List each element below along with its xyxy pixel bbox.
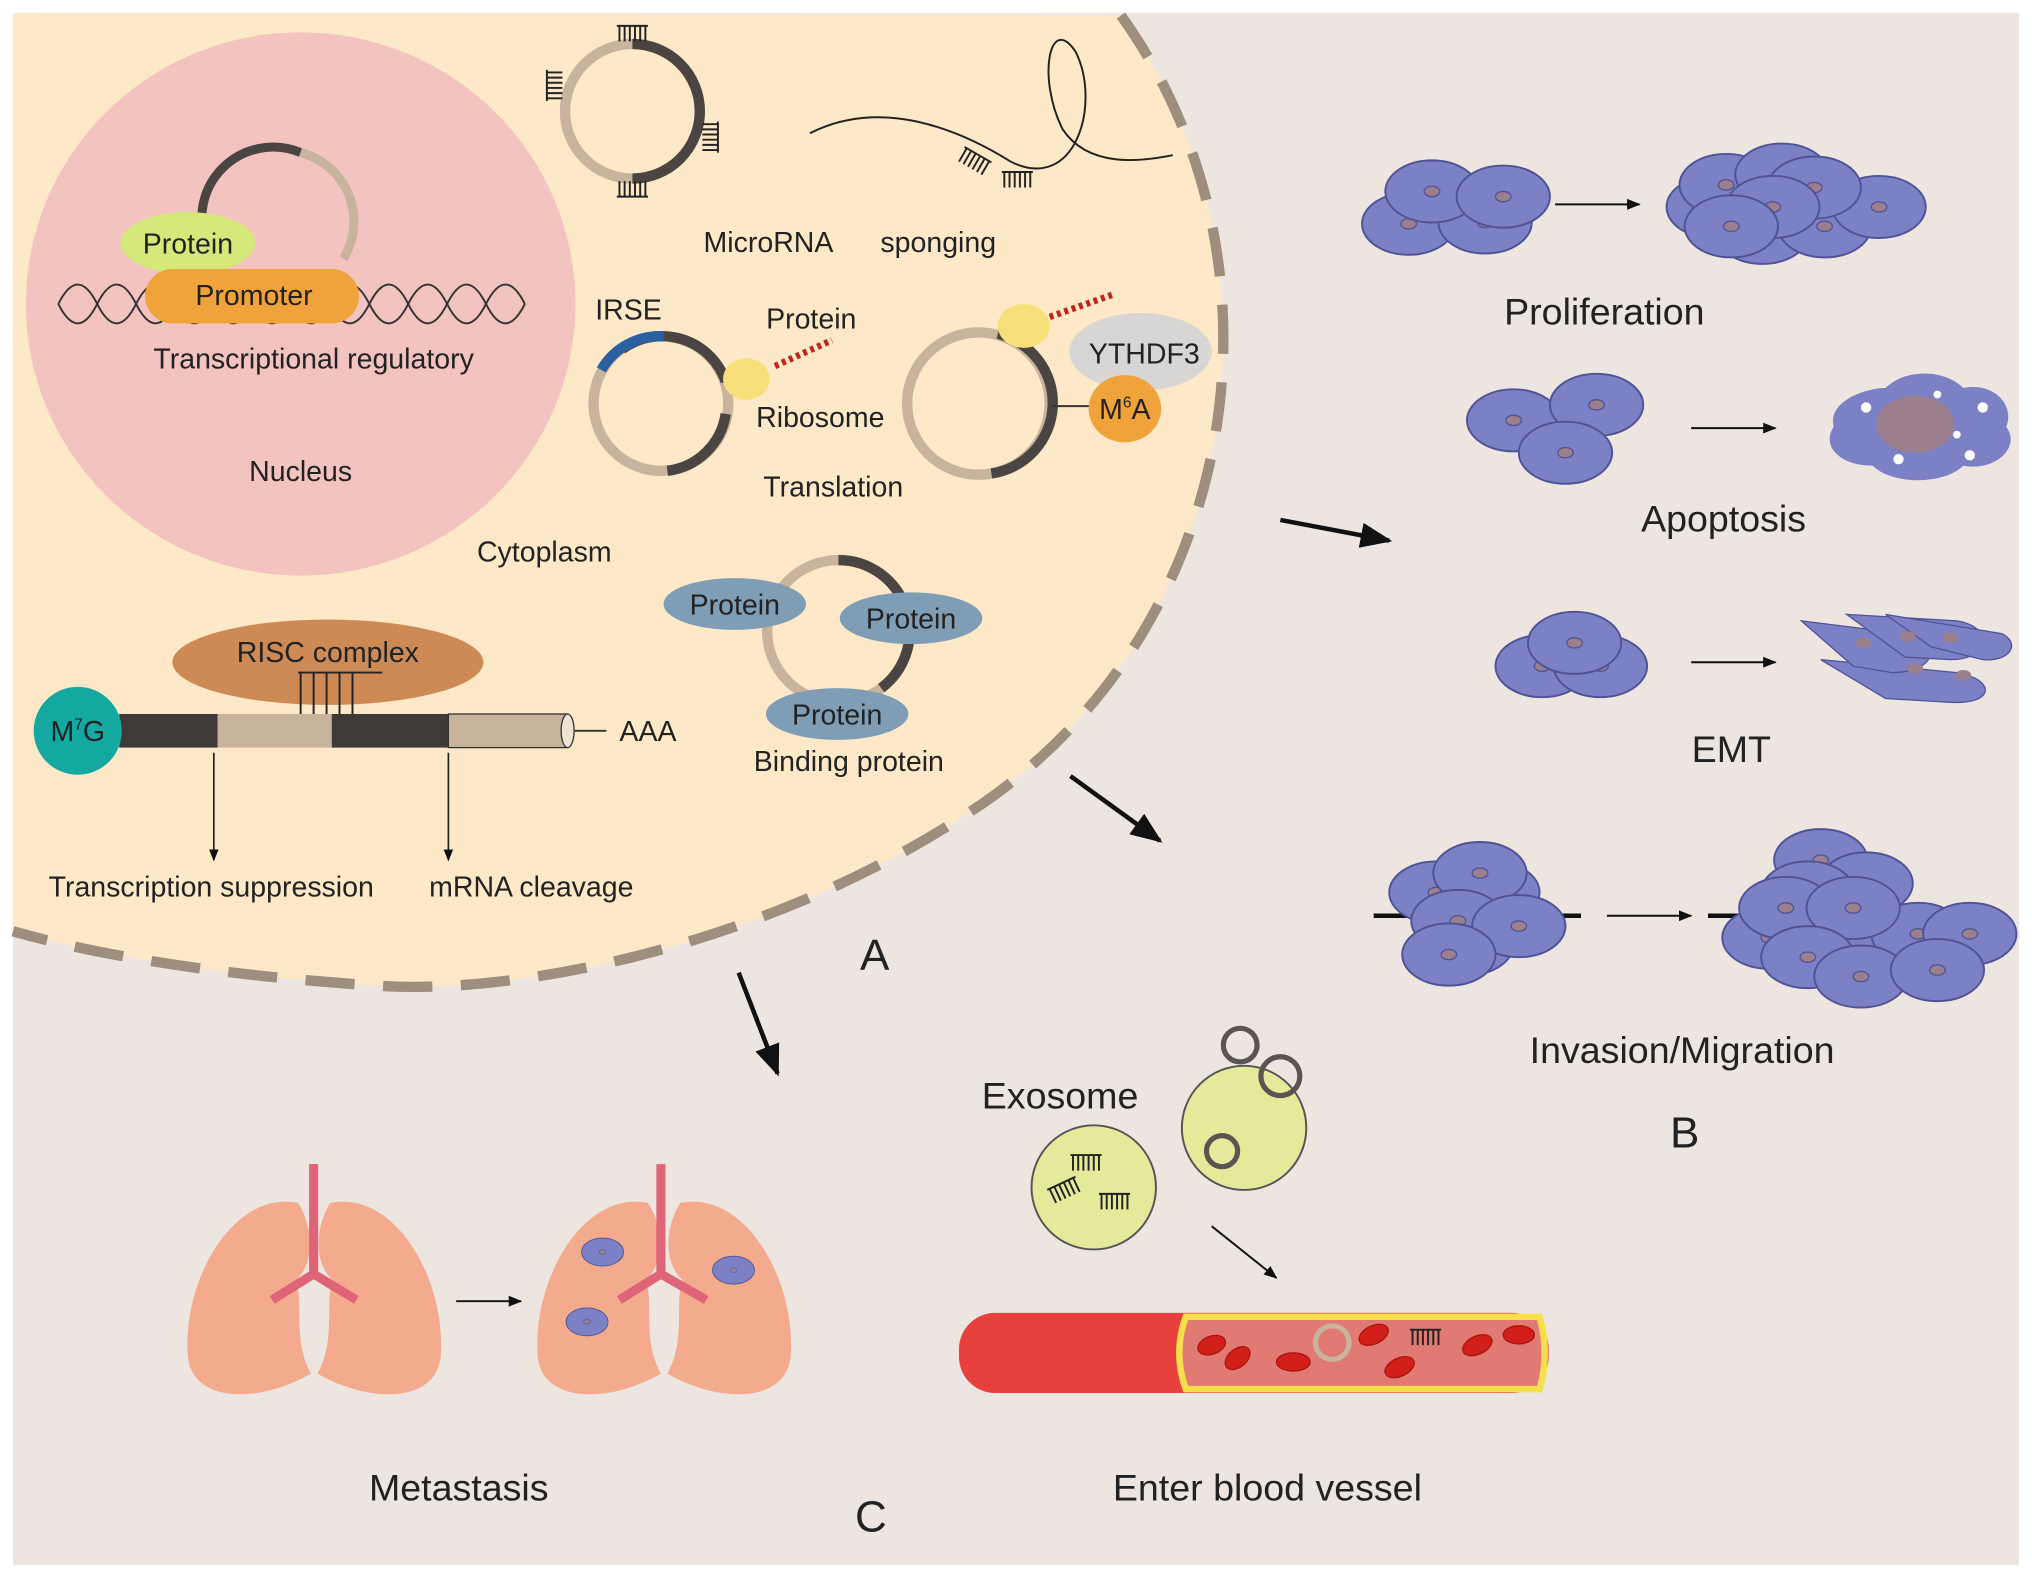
translation-label: Translation [763,472,903,504]
ribosome-label: Ribosome [756,402,884,434]
protein-label: Protein [866,604,956,636]
transcription-suppression-label: Transcription suppression [49,871,374,903]
polya-label: AAA [619,716,676,748]
m7g-cap [33,686,122,775]
ythdf3-label: YTHDF3 [1089,338,1200,370]
promoter [145,269,359,324]
invasion-migration-label: Invasion/Migration [1530,1029,1835,1071]
mrna-tube [119,713,575,749]
panel-b-letter: B [1670,1108,1699,1157]
nucleus-label: Nucleus [249,456,352,488]
arrow-to-c [736,971,780,1077]
microrna-label: MicroRNA [704,227,834,259]
arrow-to-invasion [1069,774,1163,843]
binding-protein-3 [765,688,909,740]
mrna-strand [809,38,1173,170]
protein-label: Protein [792,699,882,731]
invasion-after [1708,828,2018,1009]
risc-complex [172,619,484,705]
peptide-chain [1048,291,1113,320]
cytoplasm-label: Cytoplasm [477,536,612,568]
cell-membrane [11,12,1229,993]
ribosome-icon [723,358,770,400]
panel-a-letter: A [860,931,890,980]
protein-label: Protein [690,589,780,621]
free-circrna [1258,1054,1303,1099]
binding-protein-label: Binding protein [754,746,944,778]
mrna-cleavage-label: mRNA cleavage [429,871,633,903]
irse-label: IRSE [595,295,662,327]
binding-protein-1 [663,578,807,630]
protein-label: Protein [766,304,856,336]
metastatic-lungs [537,1164,792,1395]
free-circrna [1220,1025,1260,1065]
metastasis-label: Metastasis [369,1466,549,1508]
m6a [1088,375,1162,443]
ythdf3 [1069,313,1212,391]
m7g-label: M7G [50,716,105,748]
exosome-label: Exosome [982,1075,1139,1117]
exosome-circrna [1180,1064,1308,1191]
promoter-label: Promoter [195,280,312,312]
m6a-label: M6A [1099,394,1150,426]
healthy-lungs [187,1164,442,1395]
sponging-label: sponging [880,227,996,259]
panel-c-letter: C [855,1492,887,1541]
protein-green [120,212,256,275]
risc-complex-label: RISC complex [237,637,419,669]
exosome-microrna [1030,1124,1157,1251]
enter-blood-vessel-label: Enter blood vessel [1113,1466,1422,1508]
emt-after [1799,613,2013,704]
peptide-chain [773,337,834,369]
blood-vessel [958,1312,1549,1394]
transcriptional-regulatory-label: Transcriptional regulatory [153,344,474,376]
apoptotic-cell [1829,373,2011,481]
arrow-to-b [1279,517,1393,548]
invasion-before [1373,841,1582,987]
protein-label: Protein [143,229,233,261]
emt-label: EMT [1692,728,1771,770]
proliferation-label: Proliferation [1504,291,1704,333]
binding-protein-2 [839,592,983,645]
apoptosis-label: Apoptosis [1641,498,1806,540]
ribosome-icon [997,303,1050,348]
